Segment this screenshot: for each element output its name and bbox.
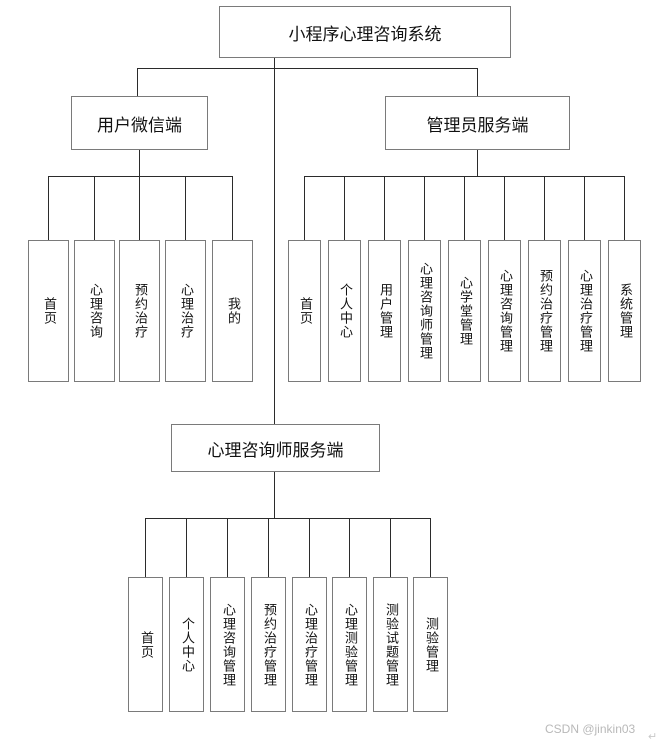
node-counselor-leaf-6-label: 心理测验管理 — [342, 602, 357, 687]
node-admin-leaf-2[interactable]: 个人中心 — [328, 240, 361, 382]
connector-root-stem — [274, 58, 275, 68]
node-counselor-leaf-4[interactable]: 预约治疗管理 — [251, 577, 286, 712]
connector-drop-a8 — [584, 176, 585, 240]
node-user-leaf-4[interactable]: 心理治疗 — [165, 240, 206, 382]
connector-drop-c7 — [390, 518, 391, 577]
connector-drop-c5 — [309, 518, 310, 577]
node-admin-leaf-6[interactable]: 心理咨询管理 — [488, 240, 521, 382]
connector-drop-a4 — [424, 176, 425, 240]
connector-root-bus — [137, 68, 478, 69]
connector-root-to-left — [137, 68, 138, 96]
node-user-leaf-3[interactable]: 预约治疗 — [119, 240, 160, 382]
node-user-leaf-1[interactable]: 首页 — [28, 240, 69, 382]
node-admin-leaf-4-label: 心理咨询师管理 — [417, 262, 432, 360]
watermark-return-symbol: ↵ — [648, 731, 658, 743]
connector-drop-c8 — [430, 518, 431, 577]
node-user-leaf-5[interactable]: 我的 — [212, 240, 253, 382]
connector-drop-a5 — [464, 176, 465, 240]
connector-drop-u5 — [232, 176, 233, 240]
connector-root-to-right — [477, 68, 478, 96]
connector-drop-u3 — [139, 176, 140, 240]
node-counselor-leaf-2-label: 个人中心 — [179, 616, 194, 673]
node-counselor-leaf-8-label: 测验管理 — [423, 616, 438, 673]
node-user-wechat[interactable]: 用户微信端 — [71, 96, 208, 150]
node-admin-leaf-9-label: 系统管理 — [617, 283, 632, 339]
node-user-leaf-1-label: 首页 — [41, 297, 56, 325]
connector-counselor-stem — [274, 472, 275, 518]
connector-drop-a1 — [304, 176, 305, 240]
node-admin-leaf-7[interactable]: 预约治疗管理 — [528, 240, 561, 382]
node-admin-leaf-5[interactable]: 心学堂管理 — [448, 240, 481, 382]
node-counselor-leaf-4-label: 预约治疗管理 — [261, 602, 276, 687]
node-counselor-leaf-6[interactable]: 心理测验管理 — [332, 577, 367, 712]
node-counselor-server[interactable]: 心理咨询师服务端 — [171, 424, 380, 472]
connector-drop-u1 — [48, 176, 49, 240]
node-admin-leaf-3-label: 用户管理 — [377, 283, 392, 339]
node-admin-leaf-6-label: 心理咨询管理 — [497, 269, 512, 353]
connector-drop-a3 — [384, 176, 385, 240]
node-user-leaf-2[interactable]: 心理咨询 — [74, 240, 115, 382]
node-admin-leaf-1[interactable]: 首页 — [288, 240, 321, 382]
node-user-leaf-3-label: 预约治疗 — [132, 283, 147, 339]
connector-user-wechat-bus — [48, 176, 232, 177]
node-counselor-leaf-7[interactable]: 测验试题管理 — [373, 577, 408, 712]
watermark-text: CSDN @jinkin03 — [545, 722, 636, 736]
connector-root-to-counselor — [274, 68, 275, 424]
node-admin-leaf-2-label: 个人中心 — [337, 283, 352, 339]
connector-admin-stem — [477, 150, 478, 176]
node-root[interactable]: 小程序心理咨询系统 — [219, 6, 511, 58]
node-counselor-leaf-8[interactable]: 测验管理 — [413, 577, 448, 712]
connector-drop-a2 — [344, 176, 345, 240]
node-counselor-server-label: 心理咨询师服务端 — [207, 440, 344, 461]
node-counselor-leaf-5[interactable]: 心理治疗管理 — [292, 577, 327, 712]
node-user-leaf-4-label: 心理治疗 — [178, 283, 193, 339]
connector-drop-c1 — [145, 518, 146, 577]
connector-user-wechat-stem — [139, 150, 140, 176]
connector-drop-c3 — [227, 518, 228, 577]
node-admin-leaf-8-label: 心理治疗管理 — [577, 269, 592, 353]
connector-drop-a9 — [624, 176, 625, 240]
node-counselor-leaf-1[interactable]: 首页 — [128, 577, 163, 712]
connector-drop-a6 — [504, 176, 505, 240]
node-counselor-leaf-3-label: 心理咨询管理 — [220, 602, 235, 687]
node-admin-leaf-9[interactable]: 系统管理 — [608, 240, 641, 382]
node-admin-server[interactable]: 管理员服务端 — [385, 96, 570, 150]
node-admin-leaf-5-label: 心学堂管理 — [457, 276, 472, 346]
node-counselor-leaf-5-label: 心理治疗管理 — [302, 602, 317, 687]
node-user-wechat-label: 用户微信端 — [97, 115, 182, 136]
node-admin-leaf-7-label: 预约治疗管理 — [537, 269, 552, 353]
node-admin-server-label: 管理员服务端 — [426, 115, 529, 136]
node-counselor-leaf-3[interactable]: 心理咨询管理 — [210, 577, 245, 712]
node-admin-leaf-8[interactable]: 心理治疗管理 — [568, 240, 601, 382]
node-admin-leaf-4[interactable]: 心理咨询师管理 — [408, 240, 441, 382]
node-user-leaf-2-label: 心理咨询 — [87, 283, 102, 339]
connector-drop-a7 — [544, 176, 545, 240]
node-root-label: 小程序心理咨询系统 — [288, 24, 442, 45]
connector-drop-u2 — [94, 176, 95, 240]
node-counselor-leaf-2[interactable]: 个人中心 — [169, 577, 204, 712]
node-admin-leaf-3[interactable]: 用户管理 — [368, 240, 401, 382]
connector-drop-u4 — [185, 176, 186, 240]
connector-drop-c4 — [268, 518, 269, 577]
node-user-leaf-5-label: 我的 — [225, 297, 240, 325]
connector-drop-c2 — [186, 518, 187, 577]
connector-counselor-bus — [145, 518, 431, 519]
node-counselor-leaf-1-label: 首页 — [138, 630, 153, 659]
node-counselor-leaf-7-label: 测验试题管理 — [383, 602, 398, 687]
node-admin-leaf-1-label: 首页 — [297, 297, 312, 325]
connector-drop-c6 — [349, 518, 350, 577]
